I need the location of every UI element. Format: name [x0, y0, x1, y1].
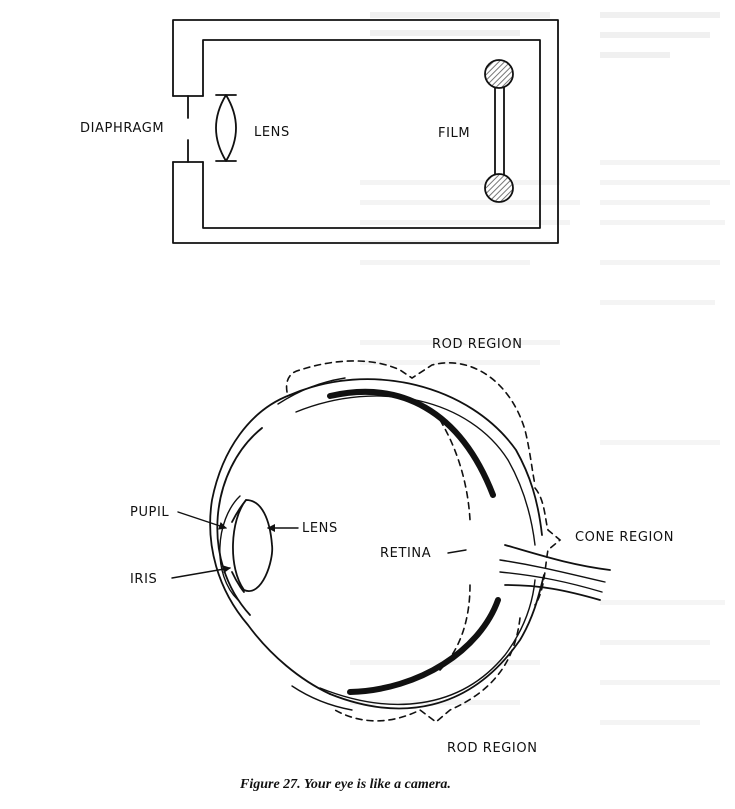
- camera-label-film: FILM: [438, 126, 470, 141]
- film-spool-top: [484, 59, 514, 89]
- retina-inner-outline-lower: [439, 584, 471, 671]
- bracket-cone-region: [534, 487, 562, 606]
- eye-label-pupil: PUPIL: [130, 505, 169, 520]
- bracket-rod-region-bottom: [334, 617, 521, 724]
- retina-band-lower: [347, 597, 501, 695]
- camera-body-inner: [202, 39, 541, 229]
- iris-lower: [231, 571, 245, 593]
- eye-label-cone-region: CONE REGION: [575, 530, 674, 545]
- retina-pointer: [447, 549, 467, 554]
- camera-label-diaphragm: DIAPHRAGM: [80, 121, 164, 136]
- retina-band-upper: [327, 388, 496, 498]
- optic-nerve-line-2: [499, 571, 603, 593]
- retina-inner-outline: [439, 419, 471, 521]
- eye-muscle-top: [277, 377, 346, 405]
- camera-diagram: DIAPHRAGM LENS FILM: [80, 19, 559, 244]
- iris-upper: [231, 499, 247, 523]
- film-spool-bottom: [484, 173, 514, 203]
- optic-nerve-bottom: [504, 584, 601, 601]
- camera-lens-shape: [215, 94, 237, 162]
- eye-label-rod-region-top: ROD REGION: [432, 337, 523, 352]
- eye-muscle-bottom: [291, 685, 353, 711]
- eye-cornea: [216, 427, 263, 616]
- pupil-pointer: [177, 511, 227, 530]
- eye-label-rod-region-bottom: ROD REGION: [447, 741, 538, 756]
- eye-sclera-outer-top: [289, 378, 543, 536]
- eye-anterior-chamber: [219, 495, 241, 601]
- camera-label-lens: LENS: [254, 125, 290, 140]
- camera-body-outer: [172, 19, 559, 244]
- eye-diagram: PUPIL LENS IRIS RETINA ROD REGION CONE R…: [130, 337, 674, 756]
- iris-pointer: [171, 565, 231, 579]
- bleed-through-texture: [350, 12, 730, 725]
- eye-label-lens: LENS: [302, 521, 338, 536]
- eye-lens: [232, 499, 274, 592]
- film-strip: [494, 77, 505, 189]
- eye-choroid-inner: [295, 395, 536, 546]
- optic-nerve-line-1: [499, 559, 606, 583]
- eye-label-iris: IRIS: [130, 572, 157, 587]
- bracket-rod-region-top: [285, 360, 536, 486]
- eye-label-retina: RETINA: [380, 546, 431, 561]
- eye-sclera-outer: [209, 394, 331, 695]
- figure-caption: Figure 27. Your eye is like a camera.: [239, 777, 451, 792]
- eye-choroid-inner-bottom: [319, 579, 536, 706]
- optic-nerve-top: [504, 544, 611, 571]
